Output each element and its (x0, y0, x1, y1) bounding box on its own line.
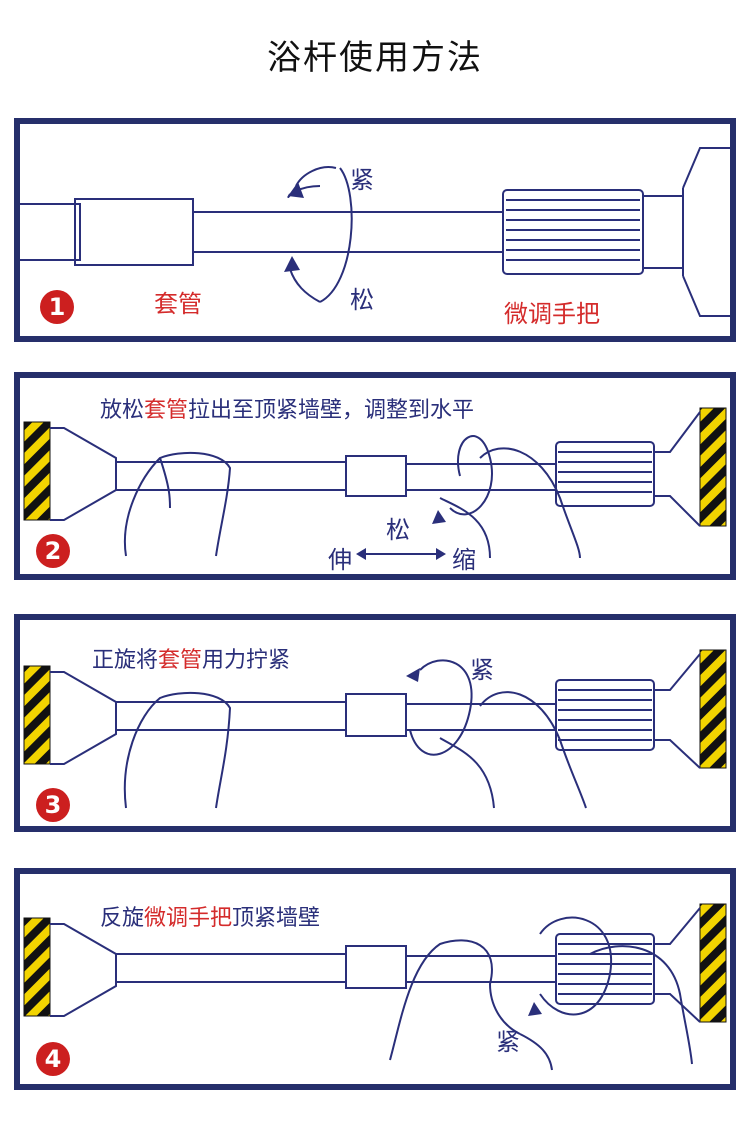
step-4-illustration (23, 903, 727, 1071)
arrow-down-icon (284, 256, 300, 272)
step-4-panel: 反旋微调手把顶紧墙壁 紧 4 (14, 868, 736, 1090)
step-number-badge: 3 (36, 788, 70, 822)
loosen-label: 松 (350, 286, 374, 314)
tighten-label: 紧 (470, 656, 494, 684)
step-4-caption: 反旋微调手把顶紧墙壁 (100, 906, 321, 931)
step-number-badge: 1 (40, 290, 74, 324)
arrow-left-icon (406, 668, 420, 682)
wall-left-icon (23, 917, 51, 1017)
wall-left-icon (23, 665, 51, 765)
wall-right-icon (699, 903, 727, 1023)
page-title: 浴杆使用方法 (267, 38, 483, 78)
retract-label: 缩 (452, 546, 476, 574)
wall-left-icon (23, 421, 51, 521)
knob-label: 微调手把 (504, 300, 600, 328)
step-1-illustration (20, 147, 730, 317)
step-number-badge: 2 (36, 534, 70, 568)
step-2-illustration (23, 407, 727, 560)
arrow-right-icon (436, 548, 446, 560)
extend-label: 伸 (328, 546, 352, 574)
step-2-panel: 放松套管拉出至顶紧墙壁，调整到水平 松 伸 缩 2 (14, 372, 736, 580)
arrow-up-icon (432, 510, 446, 524)
step-2-caption: 放松套管拉出至顶紧墙壁，调整到水平 (100, 398, 475, 423)
tighten-label: 紧 (496, 1028, 520, 1056)
arrow-up-icon (528, 1002, 542, 1016)
wall-right-icon (699, 407, 727, 527)
tighten-label: 紧 (350, 166, 374, 194)
wall-right-icon (699, 649, 727, 769)
step-3-illustration (23, 649, 727, 809)
step-number-badge: 4 (36, 1042, 70, 1076)
sleeve-label: 套管 (154, 290, 202, 318)
arrow-up-icon (288, 182, 304, 198)
loosen-label: 松 (386, 516, 410, 544)
step-1-panel: 紧 松 套管 微调手把 1 (14, 118, 736, 342)
arrow-left-icon (356, 548, 366, 560)
knob-ridges (502, 189, 644, 275)
step-3-panel: 正旋将套管用力拧紧 紧 3 (14, 614, 736, 832)
step-3-caption: 正旋将套管用力拧紧 (92, 648, 291, 673)
